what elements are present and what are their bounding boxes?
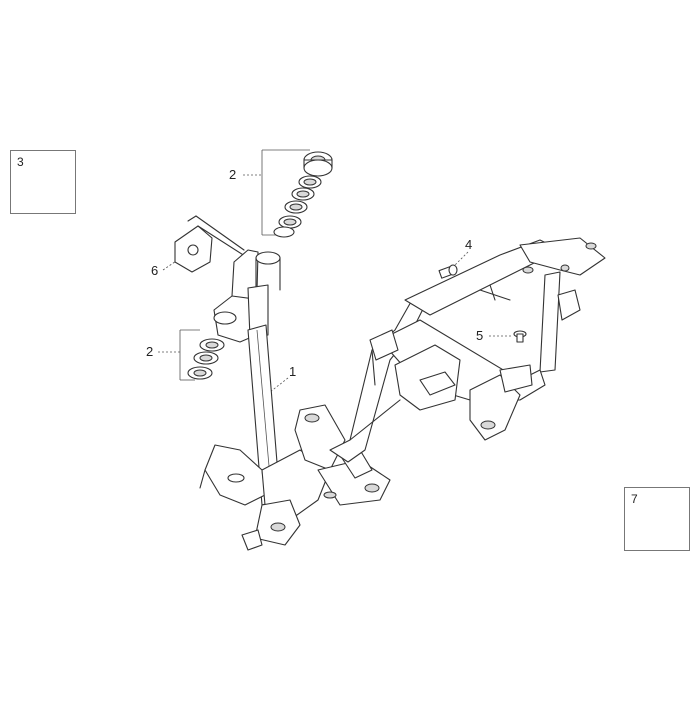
inset-label-3: 3 (17, 155, 24, 169)
inset-label-7: 7 (631, 492, 638, 506)
bolt-part-5 (513, 330, 527, 343)
callout-6: 6 (151, 263, 159, 278)
callout-4: 4 (465, 237, 473, 252)
leader-lines (158, 149, 512, 393)
callout-5: 5 (476, 328, 484, 343)
callout-1: 1 (289, 364, 297, 379)
spacer-part-4 (438, 264, 458, 279)
lower-cross-member (199, 404, 391, 551)
bearing-stack-bottom (187, 338, 225, 380)
callout-2-bottom: 2 (146, 344, 154, 359)
bracket-part-6 (174, 215, 249, 273)
inset-box-3: 3 (10, 150, 76, 214)
inset-box-7: 7 (624, 487, 690, 551)
main-frame (329, 237, 606, 463)
bearing-stack-top (273, 151, 333, 238)
steering-head (213, 249, 281, 343)
callout-2-top: 2 (229, 167, 237, 182)
